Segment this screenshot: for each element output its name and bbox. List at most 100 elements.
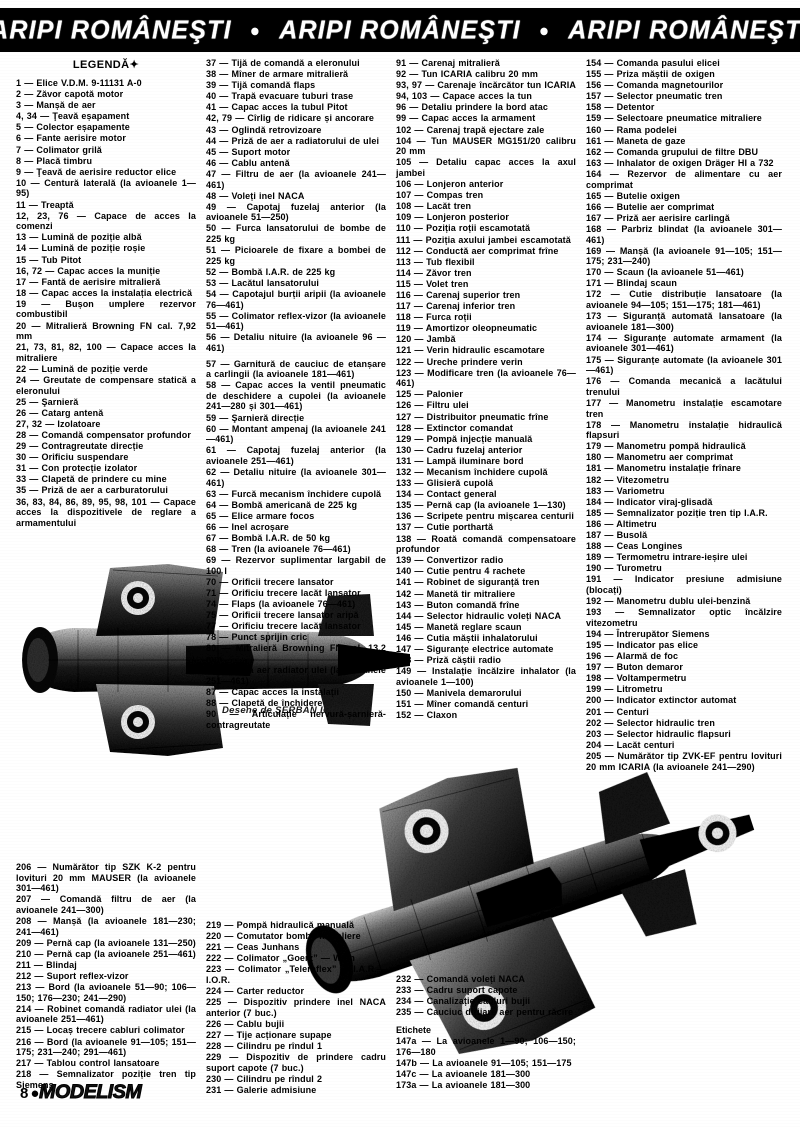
legend-item: 13 — Lumină de poziție albă	[16, 232, 142, 243]
legend-item: 85 — Priză aer radiator ulei (la avioane…	[206, 665, 386, 686]
legend-item: 140 — Cutie pentru 4 rachete	[396, 566, 526, 577]
bullet-icon: ●	[538, 20, 551, 40]
page-number: 8	[20, 1085, 29, 1102]
legend-item: 189 — Termometru intrare-ieșire ulei	[586, 552, 748, 563]
legend-item: 112 — Conductă aer comprimat frîne	[396, 245, 559, 256]
legend-item: 14 — Lumină de poziție roșie	[16, 243, 146, 254]
legend-item: 16, 72 — Capac acces la muniție	[16, 265, 161, 276]
legend-item: 129 — Pompă injecție manuală	[396, 433, 533, 444]
legend-item: 5 — Colector eșapamente	[16, 122, 130, 133]
legend-item: 199 — Litrometru	[586, 684, 663, 695]
legend-item: 139 — Convertizor radio	[396, 555, 504, 566]
legend-item: 182 — Vitezometru	[586, 474, 670, 485]
legend-item: 220 — Comutator bombe mitraliere	[206, 931, 361, 942]
legend-item: 137 — Cutie porthartă	[396, 522, 494, 533]
legend-item: 60 — Montant ampenaj (la avioanele 241—4…	[206, 423, 386, 445]
legend-column-bottom-2: 219 — Pompă hidraulică manuală 220 — Com…	[206, 862, 396, 1096]
legend-item: 169 — Manșă (la avioanele 91—105; 151—17…	[586, 245, 782, 267]
legend-item: 106 — Lonjeron anterior	[396, 179, 504, 190]
legend-item: 146 — Cutia măștii inhalatorului	[396, 632, 538, 643]
legend-item: 228 — Cilindru pe rîndul 1	[206, 1041, 323, 1052]
legend-item: 155 — Priza măștii de oxigen	[586, 69, 715, 80]
legend-item: 213 — Bord (la avioanele 51—90; 106—150;…	[16, 982, 196, 1003]
legend-item: 111 — Poziția axului jambei escamotată	[396, 234, 571, 245]
legend-item: 193 — Semnalizator optic încălzire vitez…	[586, 607, 782, 628]
legend-item: 22 — Lumină de poziție verde	[16, 363, 148, 374]
legend-item: 61 — Capotaj fuzelaj anterior (la avioan…	[206, 445, 386, 466]
legend-item: 158 — Detentor	[586, 102, 655, 113]
legend-item: 71 — Orificiu trecere lacăt lansator	[206, 588, 361, 598]
legend-item: 125 — Palonier	[396, 389, 463, 400]
legend-item: 12, 23, 76 — Capace de acces la comenzi	[16, 210, 196, 232]
legend-item: 44 — Priză de aer a radiatorului de ulei	[206, 135, 380, 146]
legend-item: 51 — Picioarele de fixare a bombei de 22…	[206, 245, 386, 266]
legend-item: 80 — Mitralieră Browning FN cal. 13,2 mm	[206, 643, 386, 665]
legend-item: 201 — Centuri	[586, 706, 649, 717]
legend-item: 165 — Butelie oxigen	[586, 190, 681, 201]
legend-item: 198 — Voltampermetru	[586, 673, 687, 684]
legend-item: 233 — Cadru suport capote	[396, 985, 518, 996]
legend-item: 156 — Comanda magnetourilor	[586, 80, 724, 91]
legend-item: 149 — Instalație încălzire inhalator (la…	[396, 666, 576, 687]
legend-item: 2 — Zăvor capotă motor	[16, 89, 124, 100]
legend-item: 203 — Selector hidraulic flapsuri	[586, 728, 731, 739]
legend-list-1: 1 — Elice V.D.M. 9-11131 A-0 2 — Zăvor c…	[16, 78, 196, 528]
legend-item: 167 — Priză aer aerisire carlingă	[586, 212, 730, 223]
bullet-icon: ●	[30, 1085, 40, 1102]
legend-item: 210 — Pernă cap (la avioanele 251—461)	[16, 948, 196, 959]
legend-item: 53 — Lacătul lansatorului	[206, 277, 320, 288]
legend-item: 208 — Manșă (la avioanele 181—230; 241—4…	[16, 915, 196, 937]
legend-item: 65 — Elice armare focos	[206, 510, 315, 521]
aircraft-perspective-illustration	[305, 767, 755, 1054]
legend-item: 41 — Capac acces la tubul Pitot	[206, 102, 348, 113]
legend-item: 138 — Roată comandă compensatoare profun…	[396, 533, 576, 555]
legend-item: 15 — Tub Pitot	[16, 254, 82, 265]
legend-list-4: 154 — Comanda pasului elicei 155 — Priza…	[586, 58, 782, 772]
legend-item: 223 — Colimator „Telereflex” — I.A.R.—I.…	[206, 964, 386, 985]
legend-column-2: 37 — Tijă de comandă a eleronului 38 — M…	[206, 58, 396, 773]
legend-item: 142 — Manetă tir mitraliere	[396, 588, 516, 599]
legend-item: 191 — Indicator presiune admisiune (bloc…	[586, 574, 782, 595]
legend-item: 176 — Comanda mecanică a lacătului trenu…	[586, 376, 782, 397]
legend-item: 126 — Filtru ulei	[396, 400, 469, 411]
legend-item: 6 — Fante aerisire motor	[16, 133, 126, 144]
legend-item: 145 — Manetă reglare scaun	[396, 621, 522, 632]
masthead-banner: ● ARIPI ROMÂNEŞTI ● ARIPI ROMÂNEŞTI ● AR…	[0, 8, 800, 52]
legend-item: 11 — Treaptă	[16, 199, 74, 210]
legend-item: 69 — Rezervor suplimentar largabil de 10…	[206, 555, 386, 576]
legend-item: 68 — Tren (la avioanele 76—461)	[206, 544, 351, 555]
legend-item: 147a — La avioanele 1—90; 106—150; 176—1…	[396, 1036, 576, 1058]
legend-item: 205 — Numărător tip ZVK-EF pentru lovitu…	[586, 750, 782, 772]
legend-item: 120 — Jambă	[396, 334, 456, 345]
legend-item: 57 — Garnitură de cauciuc de etanșare a …	[206, 358, 386, 380]
legend-item: 64 — Bombă americană de 225 kg	[206, 499, 358, 510]
legend-item: 43 — Oglindă retrovizoare	[206, 124, 322, 135]
legend-item: 52 — Bombă I.A.R. de 225 kg	[206, 266, 336, 277]
legend-item: 151 — Mîner comandă centuri	[396, 698, 529, 709]
legend-item: 55 — Colimator reflex-vizor (la avioanel…	[206, 310, 386, 332]
legend-list-3: 91 — Carenaj mitralieră 92 — Tun ICARIA …	[396, 58, 576, 721]
legend-item: 116 — Carenaj superior tren	[396, 289, 521, 300]
legend-item: 9 — Ţeavă de aerisire reductor elice	[16, 166, 177, 177]
legend-item: 204 — Lacăt centuri	[586, 739, 675, 750]
illustration-credit: Desene de ŞERBAN IONESCU	[222, 705, 366, 716]
legend-item: 215 — Locaș trecere cabluri colimator	[16, 1025, 185, 1036]
legend-item: 1 — Elice V.D.M. 9-11131 A-0	[16, 78, 142, 88]
legend-item: 108 — Lacăt tren	[396, 201, 472, 212]
legend-item: 102 — Carenaj trapă ejectare zale	[396, 124, 545, 135]
legend-item: 144 — Selector hidraulic voleți NACA	[396, 610, 562, 621]
legend-column-bottom-1: 206 — Numărător tip SZK K-2 pentru lovit…	[16, 862, 206, 1096]
legend-item: 183 — Variometru	[586, 485, 665, 496]
legend-item: 214 — Robinet comandă radiator ulei (la …	[16, 1003, 196, 1025]
masthead-title-3: ARIPI ROMÂNEŞTI	[568, 14, 800, 45]
legend-item: 105 — Detaliu capac acces la axul jambei	[396, 157, 576, 178]
legend-item: 109 — Lonjeron posterior	[396, 212, 509, 223]
legend-item: 122 — Ureche prindere verin	[396, 356, 523, 367]
legend-item: 21, 73, 81, 82, 100 — Capace acces la mi…	[16, 342, 196, 363]
legend-item: 184 — Indicator viraj-glisadă	[586, 496, 713, 507]
legend-item: 118 — Furca roții	[396, 312, 472, 323]
legend-item: 192 — Manometru dublu ulei-benzină	[586, 596, 751, 607]
page-footer: 8 ● MODELISM	[20, 1082, 143, 1104]
legend-item: 231 — Galerie admisiune	[206, 1084, 317, 1095]
legend-item: 39 — Tijă comandă flaps	[206, 80, 316, 91]
